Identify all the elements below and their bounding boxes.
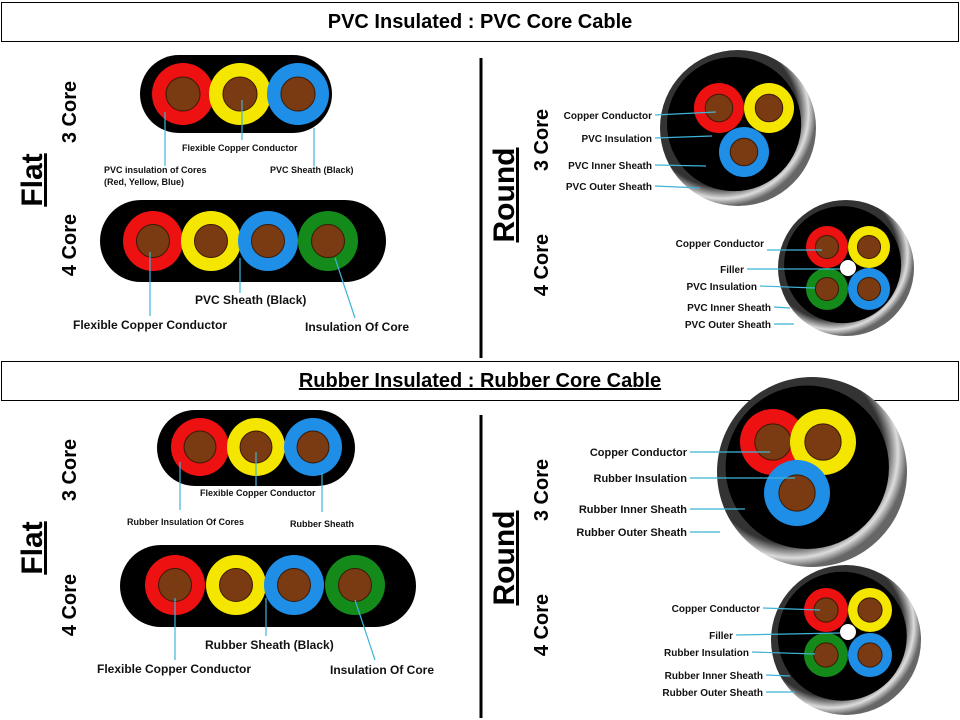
label-outer-sheath: Rubber Outer Sheath — [662, 688, 763, 699]
label-inner-sheath: Rubber Inner Sheath — [665, 671, 763, 682]
label-insulation: PVC Insulation — [686, 282, 757, 293]
core-label: 4 Core — [59, 574, 81, 636]
copper-conductor — [857, 597, 883, 623]
copper-conductor — [804, 423, 842, 461]
label-sheath: PVC Sheath (Black) — [195, 293, 306, 307]
copper-conductor — [311, 224, 345, 258]
label-insulation: Insulation Of Core — [330, 663, 434, 677]
label-insulation: Rubber Insulation Of Cores — [127, 517, 244, 527]
leader-line — [654, 164, 707, 167]
label-sheath: PVC Sheath (Black) — [270, 165, 354, 175]
copper-conductor — [222, 76, 258, 112]
copper-conductor — [338, 568, 372, 602]
copper-conductor — [856, 276, 882, 302]
label-conductor: Flexible Copper Conductor — [200, 488, 316, 498]
label-insulation: Rubber Insulation — [664, 648, 749, 659]
label-conductor: Flexible Copper Conductor — [73, 318, 227, 332]
filler — [840, 624, 856, 640]
leader-line — [654, 185, 701, 189]
copper-conductor — [778, 474, 816, 512]
copper-conductor — [856, 234, 882, 260]
copper-conductor — [251, 224, 285, 258]
label-outer-sheath: PVC Outer Sheath — [566, 182, 652, 193]
leader-line — [334, 257, 356, 319]
section-header-pvc: PVC Insulated : PVC Core Cable — [1, 2, 959, 42]
copper-conductor — [857, 642, 883, 668]
filler — [840, 260, 856, 276]
copper-conductor — [754, 93, 784, 123]
label-conductor: Copper Conductor — [564, 111, 652, 122]
leader-line — [654, 135, 713, 139]
label-sheath: Rubber Sheath (Black) — [205, 638, 334, 652]
label-conductor: Copper Conductor — [672, 604, 760, 615]
copper-conductor — [814, 276, 840, 302]
label-filler: Filler — [720, 265, 744, 276]
label-insulation: Rubber Insulation — [594, 473, 688, 485]
copper-conductor — [194, 224, 228, 258]
core-label: 3 Core — [59, 81, 81, 143]
label-inner-sheath: Rubber Inner Sheath — [579, 504, 687, 516]
copper-conductor — [183, 430, 217, 464]
core-label: 4 Core — [531, 234, 553, 296]
label-inner-sheath: PVC Inner Sheath — [687, 303, 771, 314]
copper-conductor — [729, 137, 759, 167]
round-label: Round — [488, 148, 521, 243]
label-conductor: Flexible Copper Conductor — [97, 662, 251, 676]
copper-conductor — [296, 430, 330, 464]
label-insulation: Insulation Of Core — [305, 320, 409, 334]
copper-conductor — [813, 642, 839, 668]
core-label: 3 Core — [531, 109, 553, 171]
copper-conductor — [165, 76, 201, 112]
label-outer-sheath: PVC Outer Sheath — [685, 320, 771, 331]
leader-line — [765, 674, 791, 677]
leader-line — [354, 599, 376, 661]
copper-conductor — [277, 568, 311, 602]
copper-conductor — [219, 568, 253, 602]
leader-line — [762, 607, 821, 611]
core-label: 3 Core — [59, 439, 81, 501]
label-insulation-colors: (Red, Yellow, Blue) — [104, 177, 184, 187]
core-label: 3 Core — [531, 459, 553, 521]
leader-line — [735, 632, 841, 636]
leader-line — [751, 651, 816, 655]
leader-line — [654, 111, 717, 116]
copper-conductor — [704, 93, 734, 123]
section-title: PVC Insulated : PVC Core Cable — [327, 10, 633, 33]
flat-label: Flat — [16, 153, 49, 206]
copper-conductor — [158, 568, 192, 602]
label-filler: Filler — [709, 631, 733, 642]
label-insulation: PVC Insulation — [581, 134, 652, 145]
label-insulation: PVC insulation of Cores — [104, 165, 207, 175]
copper-conductor — [814, 234, 840, 260]
label-conductor: Copper Conductor — [590, 447, 688, 459]
leader-line — [773, 306, 791, 309]
core-label: 4 Core — [59, 214, 81, 276]
round-label: Round — [488, 511, 521, 606]
label-sheath: Rubber Sheath — [290, 519, 354, 529]
label-conductor: Flexible Copper Conductor — [182, 143, 298, 153]
label-inner-sheath: PVC Inner Sheath — [568, 161, 652, 172]
copper-conductor — [136, 224, 170, 258]
flat-label: Flat — [16, 521, 49, 574]
copper-conductor — [754, 423, 792, 461]
leader-line — [759, 285, 816, 289]
core-label: 4 Core — [531, 594, 553, 656]
label-conductor: Copper Conductor — [676, 239, 764, 250]
section-title: Rubber Insulated : Rubber Core Cable — [298, 369, 662, 392]
label-outer-sheath: Rubber Outer Sheath — [576, 527, 687, 539]
copper-conductor — [280, 76, 316, 112]
